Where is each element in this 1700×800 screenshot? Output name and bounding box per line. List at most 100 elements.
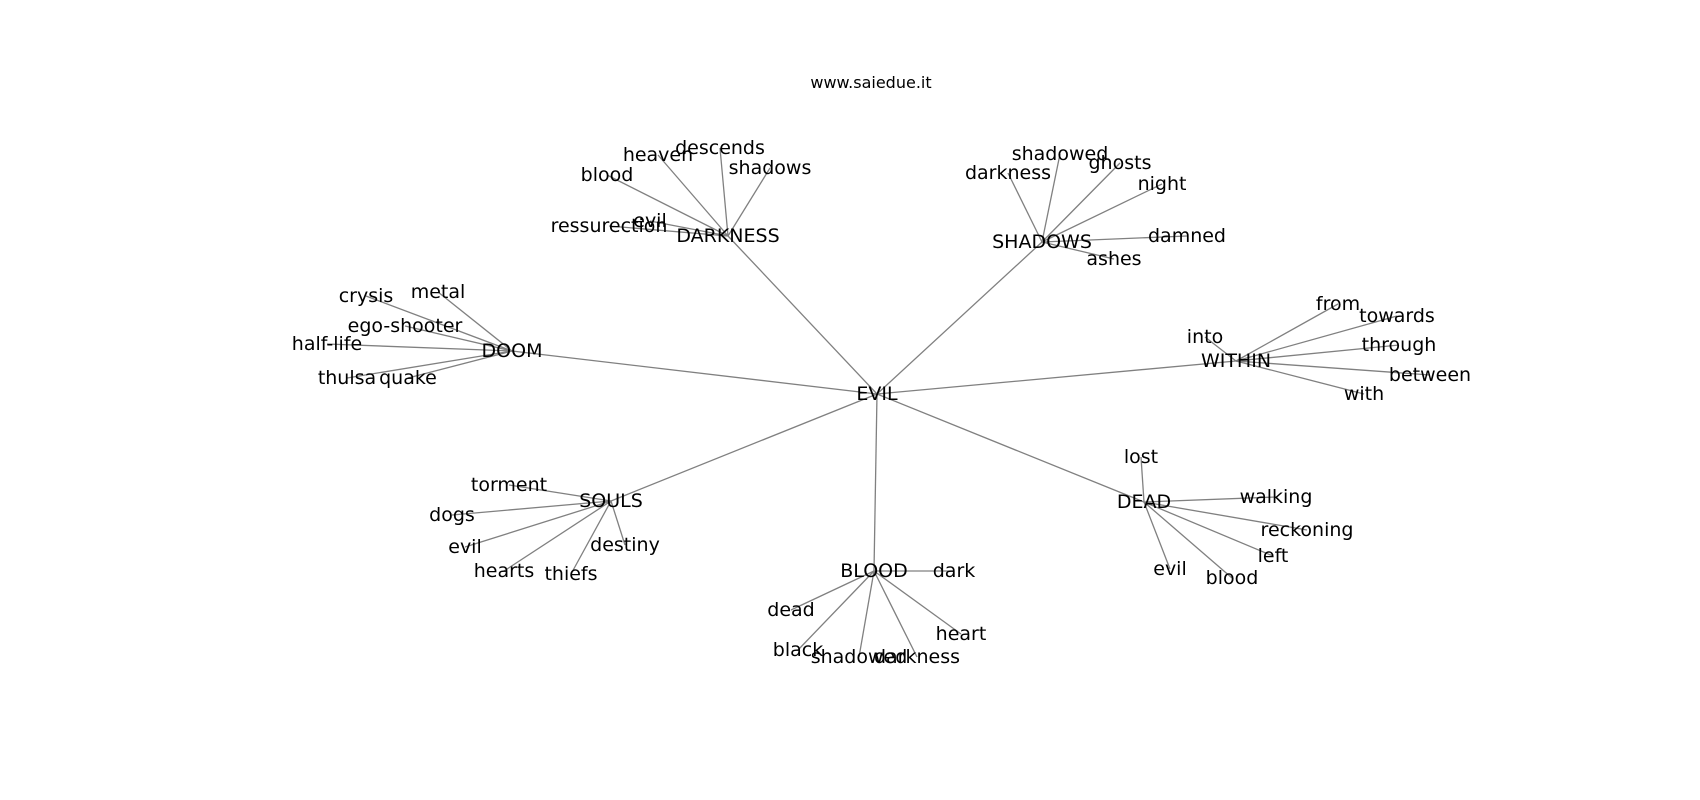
edge-hub-leaf [1140,456,1145,503]
edge-hub-leaf [1041,235,1188,243]
edge-layer [326,147,1431,658]
edge-hub-leaf [407,350,513,379]
leaf-node-label: descends [675,137,765,159]
edge-hub-leaf [1143,501,1233,579]
hub-node-label: DOOM [482,340,543,362]
leaf-node-label: black [773,639,823,661]
graph-title: www.saiedue.it [810,73,931,92]
leaf-node-label: blood [581,164,634,186]
edge-hub-leaf [1204,336,1237,362]
edge-hub-leaf [464,500,612,548]
leaf-node-label: dead [767,599,814,621]
edge-hub-leaf [797,570,875,651]
leaf-node-label: evil [448,536,482,558]
edge-hub-leaf [1143,501,1308,531]
leaf-node-label: dark [933,560,976,582]
leaf-node-label: into [1187,326,1223,348]
leaf-node-label: from [1316,293,1360,315]
edge-hub-leaf [1235,360,1365,395]
edge-hub-leaf [503,500,612,572]
edge-hub-leaf [404,325,513,352]
edge-hub-leaf [649,220,729,237]
leaf-node-label: quake [379,367,437,389]
edge-root-hub [876,241,1043,395]
leaf-node-label: thulsa [318,367,376,389]
leaf-node-label: damned [1148,225,1226,247]
edge-hub-leaf [508,484,612,502]
leaf-node-label: crysis [339,285,394,307]
edge-hub-leaf [1041,162,1121,243]
edge-root-hub [511,350,878,395]
edge-hub-leaf [1143,501,1171,570]
leaf-node-label: shadowed [811,646,908,668]
leaf-node-label: shadowed [1012,143,1109,165]
hub-node-label: SOULS [579,490,643,512]
leaf-node-label: through [1362,334,1437,356]
edge-hub-leaf [1041,183,1163,243]
edge-hub-leaf [1143,501,1274,557]
edge-hub-leaf [1235,344,1400,362]
leaf-node-label: heart [936,623,987,645]
edge-hub-leaf [1235,360,1431,376]
leaf-node-label: night [1138,173,1187,195]
leaf-node-label: hearts [474,560,535,582]
hub-node-label: WITHIN [1201,350,1271,372]
edge-root-hub [876,360,1237,395]
leaf-node-label: ashes [1086,248,1141,270]
leaf-node-label: reckoning [1261,519,1354,541]
root-node-label: EVIL [856,383,898,405]
leaf-node-label: half-life [292,333,362,355]
leaf-node-label: with [1344,383,1384,405]
leaf-node-label: between [1389,364,1471,386]
leaf-node-label: thiefs [544,563,597,585]
edge-root-hub [873,393,878,572]
edge-hub-leaf [570,500,612,575]
edge-hub-leaf [1041,153,1061,243]
leaf-node-label: evil [633,210,667,232]
leaf-node-label: evil [1153,558,1187,580]
leaf-node-label: blood [1206,567,1259,589]
edge-root-hub [610,393,878,502]
leaf-node-label: heaven [623,144,693,166]
hub-node-label: BLOOD [840,560,907,582]
leaf-node-label: torment [471,474,547,496]
leaf-node-label: ego-shooter [348,315,463,337]
edge-hub-leaf [610,500,626,546]
hub-node-label: DARKNESS [676,225,779,247]
leaf-node-label: left [1258,545,1289,567]
leaf-node-label: metal [411,281,466,303]
edge-hub-leaf [606,174,729,237]
edge-hub-leaf [657,154,729,237]
edge-root-hub [876,393,1145,503]
edge-root-hub [727,235,878,395]
edge-hub-leaf [858,570,875,658]
edge-hub-leaf [719,147,729,237]
edge-hub-leaf [1007,172,1043,243]
edge-hub-leaf [346,350,513,379]
leaf-node-label: ghosts [1089,152,1152,174]
leaf-node-label: dogs [429,504,475,526]
edge-hub-leaf [790,570,875,611]
edge-hub-leaf [1235,303,1339,362]
leaf-node-label: lost [1124,446,1158,468]
hub-node-label: SHADOWS [992,231,1092,253]
leaf-node-label: darkness [874,646,960,668]
edge-hub-leaf [451,500,612,516]
leaf-node-label: destiny [590,534,660,556]
edge-hub-leaf [727,167,771,237]
hub-node-label: DEAD [1117,491,1171,513]
leaf-node-label: walking [1240,486,1313,508]
edge-hub-leaf [326,343,513,352]
leaf-node-label: darkness [965,162,1051,184]
edge-hub-leaf [873,570,962,635]
edge-hub-leaf [1235,315,1398,362]
edge-hub-leaf [608,225,729,237]
leaf-node-label: ressurection [551,215,668,237]
edge-hub-leaf [365,295,513,352]
leaf-node-label: towards [1359,305,1435,327]
edge-hub-leaf [437,291,513,352]
leaf-node-label: shadows [729,157,812,179]
edge-hub-leaf [1041,241,1115,260]
